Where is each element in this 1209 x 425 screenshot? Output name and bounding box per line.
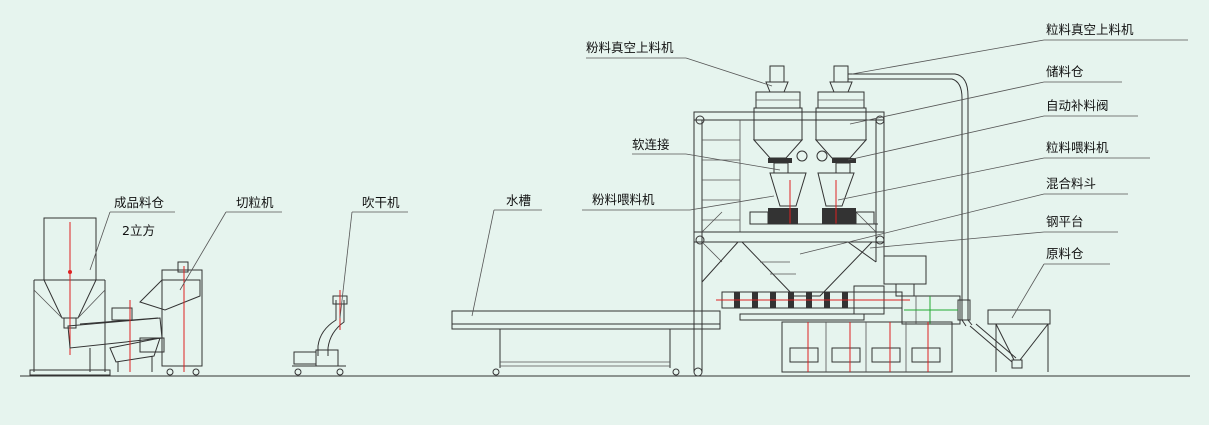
label-soft-connection: 软连接 (632, 137, 670, 152)
dryer (292, 290, 348, 376)
label-auto-valve: 自动补料阀 (1046, 98, 1109, 113)
mixing-hopper (740, 241, 874, 297)
vacuum-loaders (749, 65, 878, 225)
label-steel-platform: 钢平台 (1046, 214, 1084, 229)
label-water-tank: 水槽 (506, 193, 531, 208)
steel-platform (739, 313, 953, 373)
label-pelletizer: 切粒机 (236, 195, 274, 210)
label-pellet-feeder: 粒料喂料机 (1046, 140, 1109, 155)
label-raw-bin: 原料仓 (1046, 246, 1084, 261)
finished-bin (29, 217, 111, 376)
label-storage-bin: 储料仓 (1046, 64, 1084, 79)
vacuum-pipe (848, 73, 973, 327)
vibrating-screen (67, 300, 163, 372)
raw-material-bin (969, 309, 1051, 372)
leader-lines (89, 39, 1188, 319)
label-powder-feeder: 粉料喂料机 (592, 192, 655, 207)
label-finished-bin-capacity: 2立方 (122, 223, 155, 238)
label-dryer: 吹干机 (362, 195, 400, 210)
extruder (716, 255, 971, 325)
label-powder-vacuum-loader: 粉料真空上料机 (586, 40, 674, 55)
label-finished-bin: 成品料仓 (114, 195, 165, 210)
water-tank (451, 310, 721, 376)
label-pellet-vacuum-loader: 粒料真空上料机 (1046, 22, 1134, 37)
label-mixing-hopper: 混合料斗 (1046, 176, 1096, 191)
